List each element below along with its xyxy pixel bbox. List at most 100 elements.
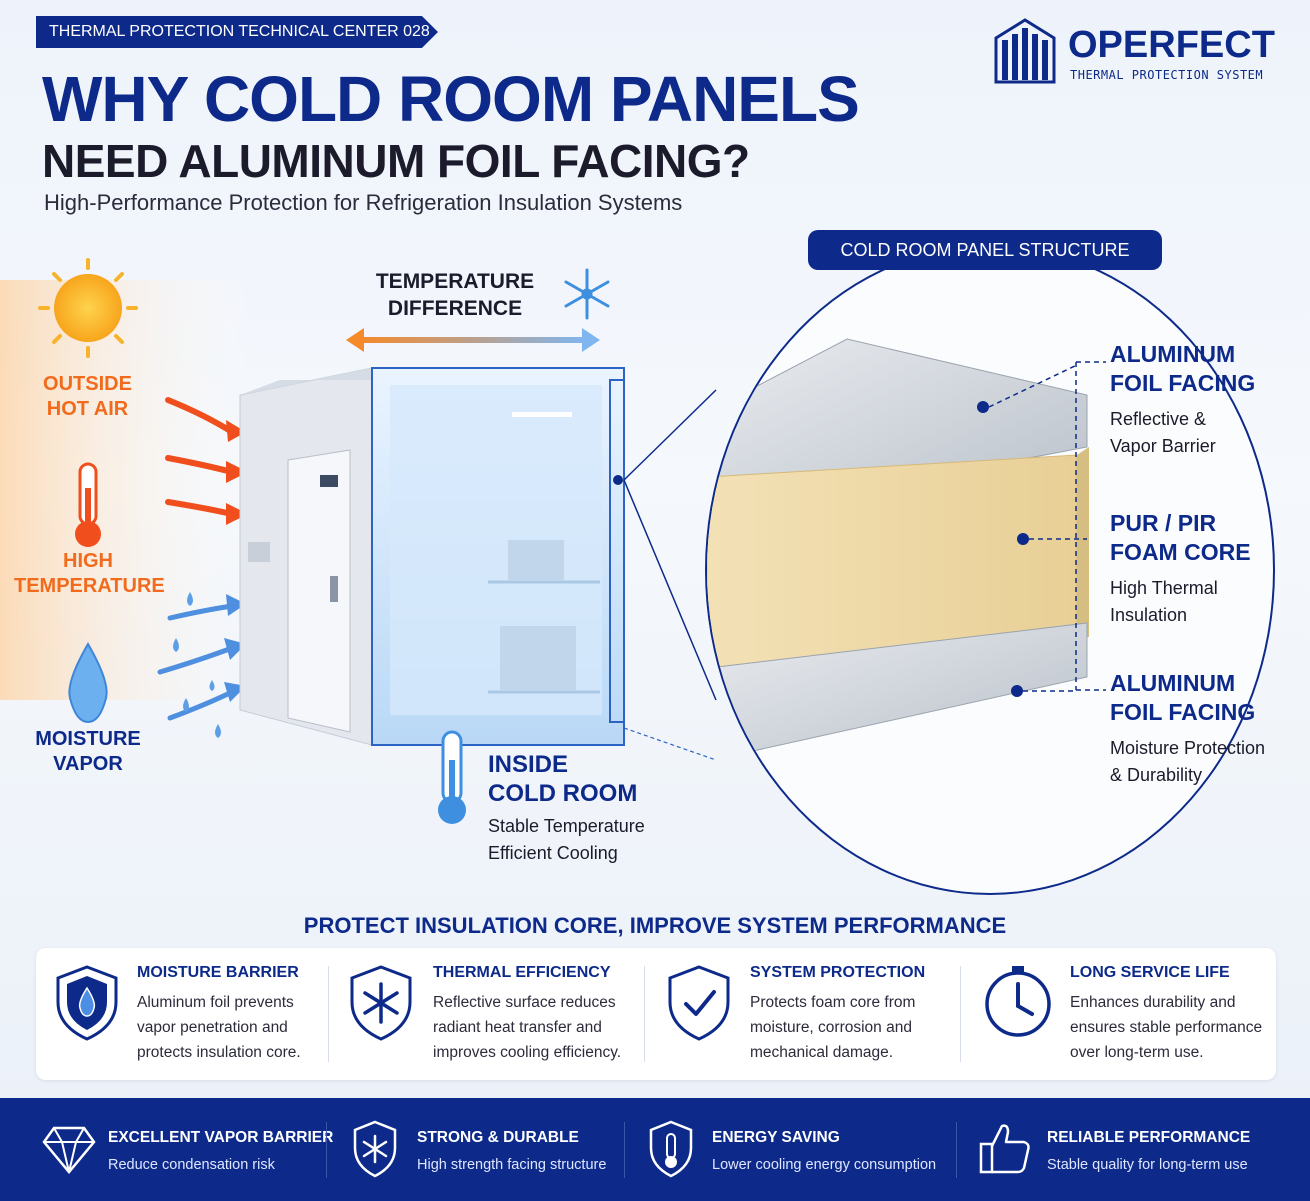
footer-title: ENERGY SAVING [712,1129,840,1146]
layer3-desc1: Moisture Protection [1110,738,1266,758]
benefit-line: over long-term use. [1070,1044,1204,1061]
card-separator [960,966,961,1062]
footer-desc: Lower cooling energy consumption [712,1157,937,1173]
layer-top-title: ALUMINUM FOIL FACING [1110,340,1255,398]
snowflake-icon [564,268,610,320]
footer-separator [624,1122,625,1178]
footer-item: ENERGY SAVING Lower cooling energy consu… [624,1098,956,1201]
moisture-line2: VAPOR [53,753,123,775]
layer-bracket-lines [1075,361,1106,691]
sun-icon [38,258,138,358]
benefit-desc: Reflective surface reduces radiant heat … [433,990,621,1065]
layer1-title2: FOIL FACING [1110,370,1256,396]
page-subtitle: High-Performance Protection for Refriger… [44,190,683,215]
benefit-line: protects insulation core. [137,1044,301,1061]
layer3-title1: ALUMINUM [1110,670,1236,696]
brand-tagline: THERMAL PROTECTION SYSTEM [1070,68,1264,82]
inside-cold-room-desc: Stable Temperature Efficient Cooling [488,813,645,867]
diamond-icon [42,1126,96,1174]
panel-structure-circle [705,245,1275,895]
benefit-line: Enhances durability and [1070,994,1236,1011]
hot-air-line2: HOT AIR [46,398,129,420]
benefit-card: SYSTEM PROTECTION Protects foam core fro… [644,948,960,1080]
footer-item: STRONG & DURABLE High strength facing st… [326,1098,624,1201]
high-temperature-label: HIGH TEMPERATURE [14,549,165,599]
benefit-line: moisture, corrosion and [750,1019,912,1036]
footer-bar: EXCELLENT VAPOR BARRIER Reduce condensat… [0,1098,1310,1201]
layer2-title1: PUR / PIR [1110,510,1217,536]
benefit-title: LONG SERVICE LIFE [1070,964,1230,981]
cold-room-box [239,367,717,761]
temperature-difference-label: TEMPERATURE DIFFERENCE [370,268,540,322]
footer-separator [956,1122,957,1178]
layer-top-desc: Reflective & Vapor Barrier [1110,406,1255,460]
inside-desc-line1: Stable Temperature [488,816,645,836]
page-title-line2: NEED ALUMINUM FOIL FACING? [42,135,750,187]
inside-title-line2: COLD ROOM [488,780,638,807]
layer-bottom-desc: Moisture Protection & Durability [1110,735,1265,789]
card-separator [328,966,329,1062]
benefit-line: Aluminum foil prevents [137,994,294,1011]
benefit-line: Protects foam core from [750,994,916,1011]
water-drop-icon [68,642,108,724]
outside-hot-air-label: OUTSIDE HOT AIR [30,372,145,422]
structure-title: COLD ROOM PANEL STRUCTURE [808,230,1162,270]
footer-title: RELIABLE PERFORMANCE [1047,1129,1251,1146]
temperature-difference-arrow-icon [346,328,600,352]
footer-item: EXCELLENT VAPOR BARRIER Reduce condensat… [0,1098,333,1201]
shield-snowflake-icon [350,965,412,1041]
benefit-desc: Enhances durability and ensures stable p… [1070,990,1262,1065]
moisture-arrows-icon [157,594,246,721]
hot-air-line1: OUTSIDE [43,373,132,395]
benefit-title: SYSTEM PROTECTION [750,964,926,981]
header-tag: THERMAL PROTECTION TECHNICAL CENTER 028 [36,16,438,48]
shield-check-icon [668,965,730,1041]
footer-separator [326,1122,327,1178]
moisture-line1: MOISTURE [35,728,141,750]
benefit-line: mechanical damage. [750,1044,894,1061]
benefit-card: THERMAL EFFICIENCY Reflective surface re… [328,948,644,1080]
layer2-desc1: High Thermal [1110,578,1218,598]
temp-diff-line1: TEMPERATURE [375,270,535,293]
hot-air-arrows-icon [165,397,248,525]
page-title: WHY COLD ROOM PANELS [42,63,860,135]
inside-desc-line2: Efficient Cooling [488,843,618,863]
benefit-line: vapor penetration and [137,1019,288,1036]
high-temp-line2: TEMPERATURE [14,575,165,597]
panel-layers-illustration [707,338,1089,760]
layer3-desc2: & Durability [1110,765,1203,785]
card-separator [644,966,645,1062]
footer-item: RELIABLE PERFORMANCE Stable quality for … [956,1098,1310,1201]
high-temp-line1: HIGH [63,550,113,572]
layer1-title1: ALUMINUM [1110,341,1236,367]
footer-desc: Reduce condensation risk [108,1157,275,1173]
benefit-desc: Aluminum foil prevents vapor penetration… [137,990,301,1065]
layer-foam-title: PUR / PIR FOAM CORE [1110,509,1251,567]
moisture-vapor-label: MOISTURE VAPOR [28,727,148,777]
layer-foam-desc: High Thermal Insulation [1110,575,1251,629]
footer-title: STRONG & DURABLE [417,1129,579,1146]
footer-title: EXCELLENT VAPOR BARRIER [108,1129,334,1146]
brand-name: OPERFECT [1068,24,1275,66]
brand-logo: OPERFECT THERMAL PROTECTION SYSTEM [992,16,1292,88]
benefit-title: MOISTURE BARRIER [137,964,299,981]
benefits-title: PROTECT INSULATION CORE, IMPROVE SYSTEM … [303,913,1007,938]
benefit-line: ensures stable performance [1070,1019,1263,1036]
shield-snowflake-icon [353,1120,397,1178]
water-drops-icon [173,592,221,738]
layer3-title2: FOIL FACING [1110,699,1256,725]
layer1-desc1: Reflective & [1110,409,1207,429]
temp-diff-line2: DIFFERENCE [387,297,523,320]
benefit-line: radiant heat transfer and [433,1019,602,1036]
thermometer-cold-icon [438,730,466,824]
benefit-card: MOISTURE BARRIER Aluminum foil prevents … [36,948,328,1080]
layer-top-foil: ALUMINUM FOIL FACING Reflective & Vapor … [1110,340,1255,460]
layer2-desc2: Insulation [1110,605,1188,625]
layer-foam-core: PUR / PIR FOAM CORE High Thermal Insulat… [1110,509,1251,629]
benefit-line: Reflective surface reduces [433,994,616,1011]
thermometer-hot-icon [75,462,101,547]
benefit-title: THERMAL EFFICIENCY [433,964,611,981]
cold-room-illustration [0,258,717,824]
layer-bottom-title: ALUMINUM FOIL FACING [1110,669,1265,727]
clock-icon [985,966,1051,1037]
